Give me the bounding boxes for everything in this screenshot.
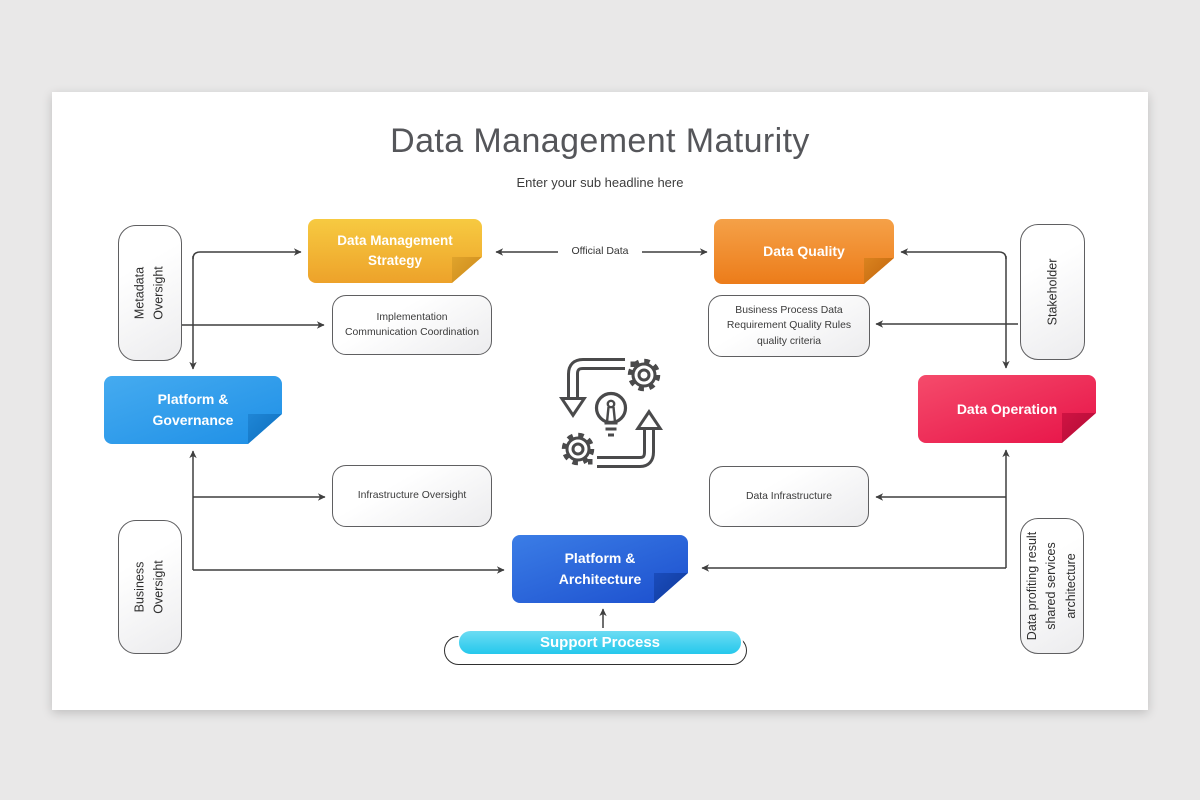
node-label: Business Process Data Requirement Qualit… xyxy=(726,305,852,347)
node-data-quality[interactable]: Data Quality xyxy=(714,219,894,284)
node-support-process[interactable]: Support Process xyxy=(457,629,743,656)
node-implementation[interactable]: Implementation Communication Coordinatio… xyxy=(332,295,492,355)
official-data-label: Official Data xyxy=(571,245,629,257)
node-stakeholder[interactable]: Stakeholder xyxy=(1020,224,1085,360)
node-data-management-strategy[interactable]: Data Management Strategy xyxy=(308,219,482,283)
node-metadata-oversight[interactable]: Metadata Oversight xyxy=(118,225,182,361)
node-label: Data profiting result shared services ar… xyxy=(1024,531,1078,641)
node-label: Platform & Governance xyxy=(152,391,234,428)
node-label: Stakeholder xyxy=(1044,258,1059,326)
node-platform-architecture[interactable]: Platform & Architecture xyxy=(512,535,688,603)
page-title[interactable]: Data Management Maturity xyxy=(390,122,810,160)
node-business-oversight[interactable]: Business Oversight xyxy=(118,520,182,654)
node-data-profiting[interactable]: Data profiting result shared services ar… xyxy=(1020,518,1084,654)
node-infrastructure-oversight[interactable]: Infrastructure Oversight xyxy=(332,465,492,527)
node-label: Infrastructure Oversight xyxy=(357,490,467,502)
node-label: Platform & Architecture xyxy=(558,550,642,587)
node-label: Business Oversight xyxy=(132,560,166,614)
page-subtitle[interactable]: Enter your sub headline here xyxy=(516,175,684,190)
node-data-operation[interactable]: Data Operation xyxy=(918,375,1096,443)
node-label: Implementation Communication Coordinatio… xyxy=(345,311,479,338)
node-business-process[interactable]: Business Process Data Requirement Qualit… xyxy=(708,295,870,357)
node-label: Support Process xyxy=(539,634,661,651)
node-label: Data Management Strategy xyxy=(337,232,453,268)
node-data-infrastructure[interactable]: Data Infrastructure xyxy=(709,466,869,527)
node-label: Data Infrastructure xyxy=(745,490,833,502)
node-label: Data Quality xyxy=(763,243,845,259)
node-label: Metadata Oversight xyxy=(132,266,166,320)
node-label: Data Operation xyxy=(956,400,1058,417)
node-platform-governance[interactable]: Platform & Governance xyxy=(104,376,282,444)
